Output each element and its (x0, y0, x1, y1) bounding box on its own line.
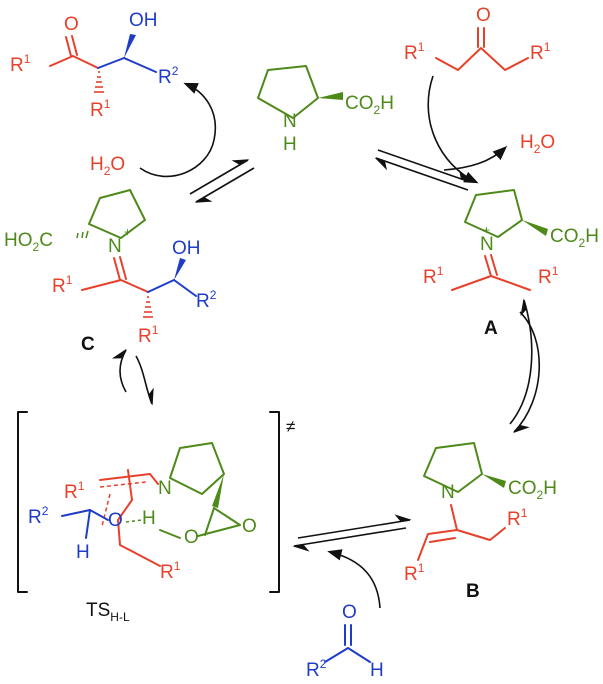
ts-r1-upper: R1 (64, 479, 85, 503)
arrow-a-to-b (512, 311, 541, 434)
ts-aldehyde-oxygen: O (108, 510, 123, 531)
arrow-a-to-proline (374, 157, 469, 191)
iminium-c-nitrogen: N (108, 236, 122, 257)
water-released: H2O (520, 132, 555, 156)
product-hydroxyl: OH (129, 10, 158, 31)
aldehyde-r2: R2 (306, 657, 327, 681)
arrow-water-release (443, 146, 508, 171)
enamine-b-carboxyl: CO2H (508, 478, 557, 502)
iminium-c-r2: R2 (196, 288, 217, 312)
enamine-b-ring (423, 442, 483, 493)
product-r1-left: R1 (10, 52, 31, 76)
enamine-b-r1-allyl: R1 (507, 506, 528, 530)
enamine-b-nitrogen: N (441, 482, 455, 503)
ts-bracket-left (17, 411, 28, 593)
ketone-r1-right: R1 (530, 40, 551, 64)
ts-backbone (117, 469, 161, 567)
ts-carboxyl-oxygen: O (184, 527, 199, 548)
label-a: A (484, 318, 498, 339)
iminium-c-ring (88, 189, 146, 239)
iminium-c-r1-alpha: R1 (138, 323, 159, 347)
product-r2: R2 (158, 64, 179, 88)
iminium-a-r1-right: R1 (538, 264, 559, 288)
iminium-intermediate-a: CO2H + N R1 R1 A (423, 189, 599, 339)
iminium-c-charge: + (124, 225, 131, 239)
water-consumed: H2O (90, 154, 125, 178)
product-r1-alpha: R1 (90, 97, 111, 121)
ts-carbonyl-oxygen: O (242, 516, 257, 537)
ts-aldehyde-hydrogen: H (76, 542, 90, 563)
ts-r2: R2 (28, 504, 49, 528)
arrow-proline-to-a (377, 149, 472, 183)
aldehyde-hydrogen: H (370, 660, 384, 681)
arrow-b-to-a (509, 298, 533, 425)
iminium-a-nitrogen: N (480, 234, 494, 255)
arrow-c-to-proline (189, 159, 250, 195)
iminium-c-r1-left: R1 (52, 273, 73, 297)
iminium-a-r1-left: R1 (423, 264, 444, 288)
cycle-arrows (111, 75, 541, 609)
ts-r1-lower: R1 (160, 559, 181, 583)
ts-enamine-bond (99, 473, 159, 485)
ts-nitrogen: N (158, 478, 172, 499)
enamine-intermediate-b: CO2H N R1 R1 B (404, 442, 557, 602)
proline-catalyst: N H CO2H (257, 65, 394, 155)
arrow-c-to-ts (135, 355, 154, 406)
proline-carboxyl: CO2H (345, 93, 394, 117)
aldol-product: O R1 R1 OH R2 (10, 10, 179, 121)
iminium-a-carboxyl: CO2H (550, 226, 599, 250)
transition-state-hl: ≠ N O O H R1 R1 R2 O H TSH-L (17, 411, 295, 624)
aldehyde-oxygen: O (342, 602, 357, 623)
ts-proton: H (142, 508, 156, 529)
ts-double-dagger: ≠ (286, 417, 295, 436)
iminium-c-hydroxyl: OH (172, 238, 201, 259)
proline-ring (257, 65, 319, 119)
iminium-product-c: HO2C + N R1 R1 OH R2 C (4, 189, 217, 355)
arrow-ts-to-c (111, 348, 127, 393)
enamine-b-r1-vinyl: R1 (404, 561, 425, 585)
ts-pyrrolidine-ring (169, 442, 225, 495)
aldehyde-substrate: O R2 H (306, 602, 384, 681)
ketone-oxygen: O (476, 5, 491, 26)
ts-label: TSH-L (86, 600, 130, 624)
arrow-b-to-ts (292, 527, 407, 552)
arrow-hydrolysis-product-release (139, 82, 217, 178)
product-ketone-oxygen: O (64, 14, 79, 35)
arrow-ts-to-b (297, 514, 412, 539)
ts-bracket-right (269, 411, 280, 593)
label-b: B (466, 581, 480, 602)
iminium-a-ring (464, 189, 523, 238)
proline-nh-hydrogen: H (283, 134, 297, 155)
iminium-a-charge: + (483, 223, 490, 237)
iminium-c-carboxyl: HO2C (4, 230, 53, 254)
ketone-r1-left: R1 (404, 40, 425, 64)
label-c: C (81, 334, 95, 355)
proline-wedge-bond (318, 92, 343, 100)
arrow-proline-to-c (194, 167, 255, 203)
ketone-substrate: O R1 R1 (404, 5, 551, 71)
proline-nitrogen: N (283, 111, 297, 132)
arrow-aldehyde-entry (327, 549, 381, 609)
